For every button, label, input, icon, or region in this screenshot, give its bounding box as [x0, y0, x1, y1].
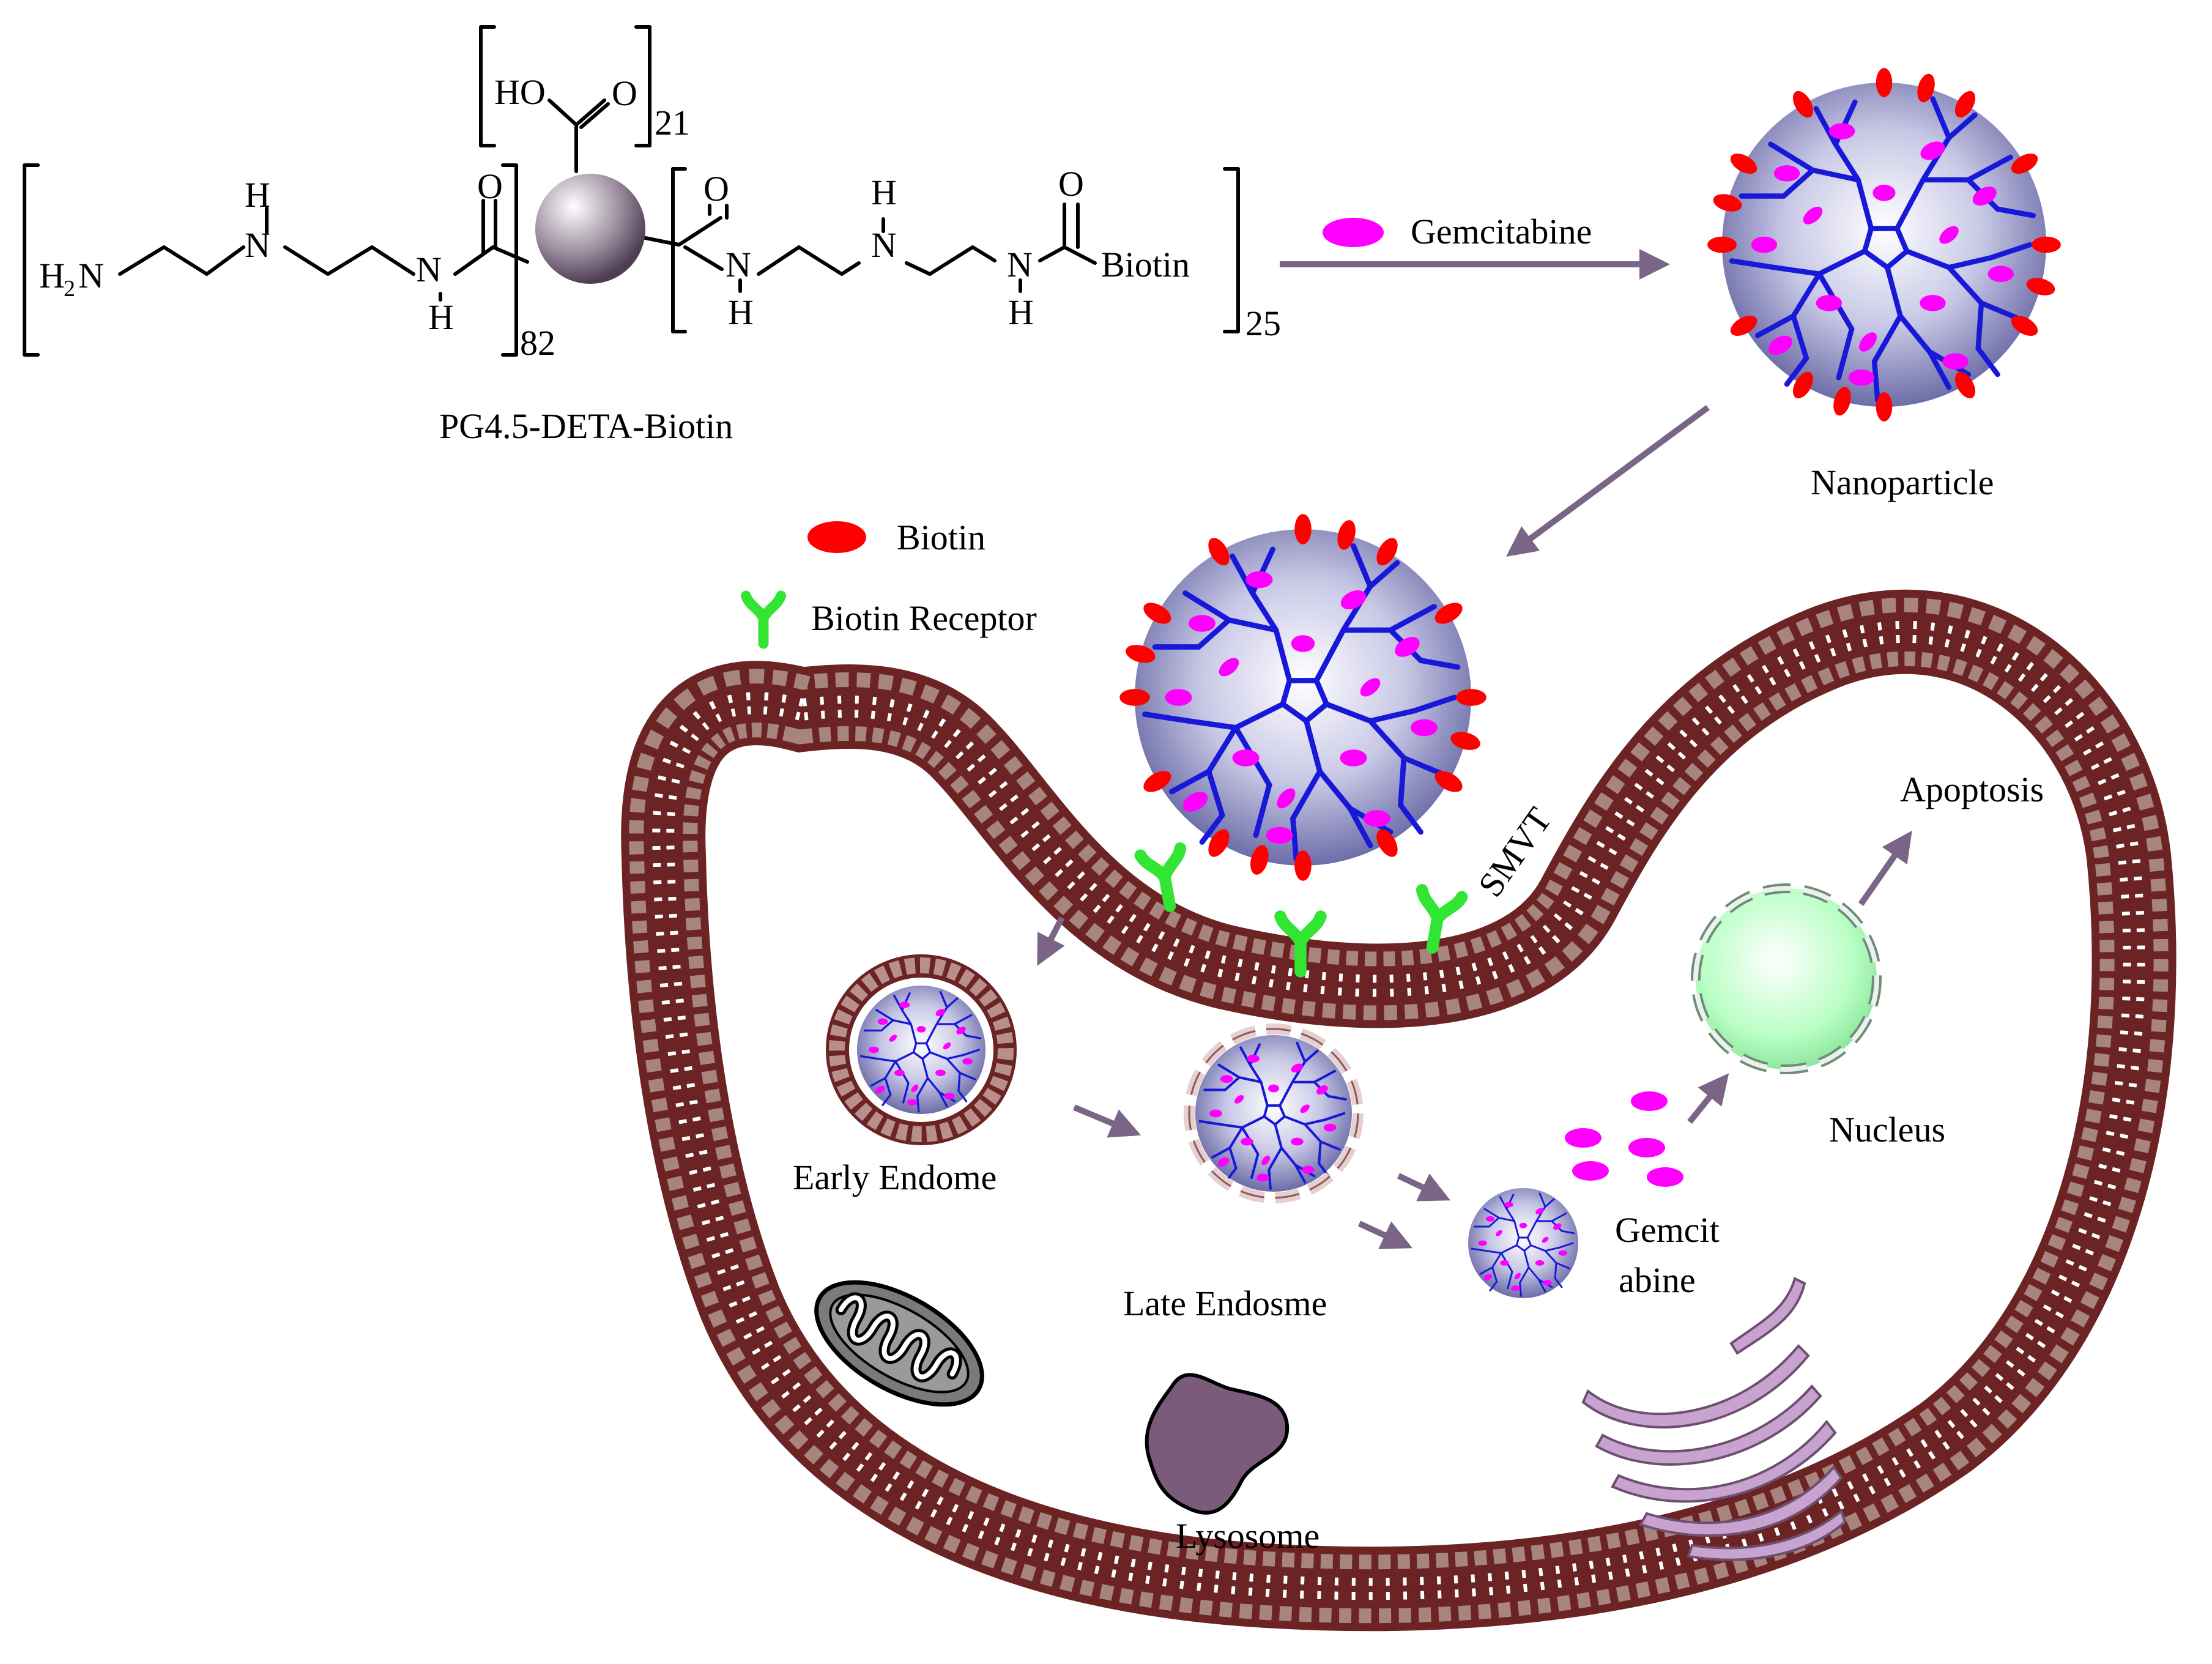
label-apoptosis: Apoptosis	[1900, 770, 2044, 809]
n-left-2: N	[416, 250, 442, 289]
arrow-to-nucleus	[1687, 1073, 1729, 1124]
label-early-endosome: Early Endome	[793, 1157, 997, 1197]
gemcitabine-legend-marker	[1323, 218, 1384, 247]
label-lysosome: Lysosome	[1176, 1516, 1319, 1556]
label-nucleus: Nucleus	[1829, 1110, 1945, 1150]
amine-subscript: 2	[64, 276, 75, 302]
subscript-82: 82	[520, 323, 555, 363]
n-right-3: N	[1007, 245, 1033, 284]
free-gemcitabine	[1565, 1091, 1683, 1187]
nucleus	[1691, 883, 1882, 1074]
nanoparticle-released	[1467, 1187, 1579, 1299]
core-bead	[535, 174, 645, 284]
label-nanoparticle: Nanoparticle	[1811, 462, 1994, 502]
arrow-late-to-release-1	[1397, 1173, 1451, 1202]
label-gemcitabine-1: Gemcit	[1615, 1210, 1720, 1250]
nanoparticle-docking	[1119, 514, 1486, 881]
receptor-legend-icon	[746, 596, 781, 644]
lysosome	[1145, 1373, 1290, 1515]
n-right-1: N	[726, 245, 751, 284]
subscript-25: 25	[1245, 303, 1281, 343]
golgi-apparatus	[1581, 1277, 1847, 1561]
arrow-endocytosis	[1037, 916, 1065, 966]
mitochondrion	[814, 1280, 984, 1407]
early-endosome	[826, 954, 1017, 1145]
flow-arrows-top	[1280, 249, 1710, 557]
legend-gemcitabine: Gemcitabine	[1411, 212, 1592, 251]
biotin-group: Biotin	[1101, 245, 1190, 284]
acid-o: O	[612, 73, 637, 113]
o-right-2: O	[1058, 164, 1084, 204]
subscript-21: 21	[655, 103, 690, 143]
h-left-1: H	[245, 175, 270, 215]
legend-biotin: Biotin	[897, 518, 985, 557]
arrow-to-apoptosis	[1858, 830, 1912, 906]
compound-name: PG4.5-DETA-Biotin	[439, 406, 733, 446]
arrow-to-cell	[1505, 404, 1710, 557]
acid-ho: HO	[494, 72, 546, 112]
left-bracket-close	[501, 163, 518, 357]
cell-membrane	[621, 589, 2177, 1632]
nanoparticle-top	[1707, 68, 2061, 422]
h-right-1: H	[728, 292, 754, 332]
late-endosome	[1184, 1023, 1364, 1203]
h-left-2: H	[428, 297, 454, 337]
arrow-early-to-late	[1073, 1104, 1141, 1138]
label-gemcitabine-2: abine	[1619, 1260, 1696, 1300]
n-right-2: N	[871, 225, 897, 265]
biotin-legend-marker	[807, 521, 866, 553]
o-right-1: O	[703, 169, 729, 209]
amine-n: N	[78, 256, 104, 295]
chemical-structure: H 2 N H N N H O HO O 21 82 O N H H N N H…	[23, 25, 1281, 446]
left-bracket-open	[23, 163, 40, 357]
flow-arrows-cell	[1037, 830, 1912, 1249]
n-left-1: N	[245, 225, 270, 265]
h-right-3: H	[1008, 292, 1034, 332]
o-left: O	[477, 166, 503, 206]
amine-h: H	[39, 256, 65, 295]
legend-biotin-receptor: Biotin Receptor	[811, 598, 1037, 638]
label-late-endosome: Late Endosme	[1123, 1283, 1327, 1323]
arrow-late-to-release-2	[1357, 1220, 1413, 1249]
h-right-2: H	[871, 173, 897, 212]
